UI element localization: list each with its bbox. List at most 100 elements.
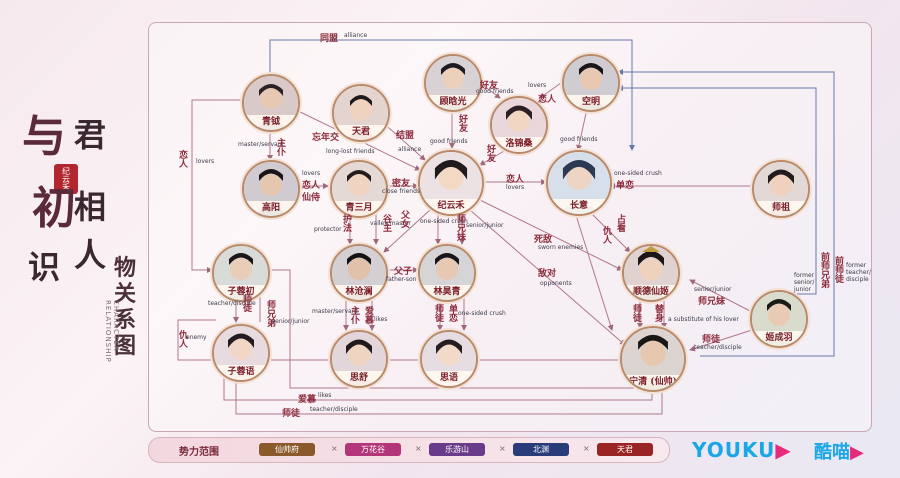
line-teacher-bottom bbox=[235, 376, 663, 415]
character-dajun[interactable]: 天君 bbox=[332, 84, 390, 142]
character-name: 顾晗光 bbox=[426, 95, 480, 110]
legend-chip: 仙帅府 bbox=[259, 443, 315, 456]
title-char: 初 bbox=[32, 183, 76, 234]
rel-zh: 恋人 bbox=[538, 95, 557, 105]
line-enemy-cy bbox=[574, 211, 614, 331]
character-sishu[interactable]: 思舒 bbox=[330, 330, 388, 388]
character-xuanshi[interactable]: 顾晗光 bbox=[424, 54, 482, 112]
rel-en: one-sided crush bbox=[420, 218, 468, 225]
rel-zh: 主仆 bbox=[275, 138, 285, 156]
rel-en: alliance bbox=[344, 32, 368, 39]
rel-zh: 谷主 bbox=[381, 214, 391, 232]
character-name: 姬成羽 bbox=[752, 331, 806, 346]
rel-en: a substitute of his lover bbox=[668, 316, 739, 323]
title-char: 与 bbox=[22, 111, 66, 162]
rel-zh: 父女 bbox=[399, 210, 409, 228]
rel-zh: 占看 bbox=[615, 214, 625, 232]
rel-zh: 仇人 bbox=[601, 226, 611, 244]
rel-en: good friends bbox=[430, 138, 468, 145]
character-jichengyu[interactable]: 姬成羽 bbox=[750, 290, 808, 348]
rel-zh: 结盟 bbox=[396, 131, 415, 141]
rel-zh: 师徒 bbox=[241, 294, 251, 312]
character-ningqing[interactable]: 宁清 (仙帅) bbox=[620, 326, 686, 392]
character-luojinsang[interactable]: 洛锦桑 bbox=[490, 96, 548, 154]
rel-zh: 单恋 bbox=[447, 304, 457, 322]
rel-en: father-son bbox=[386, 276, 417, 283]
title-char: 图 bbox=[114, 333, 137, 359]
rel-zh: 同盟 bbox=[320, 34, 339, 44]
legend-chip: 万花谷 bbox=[345, 443, 401, 456]
character-changyi[interactable]: 长意 bbox=[546, 150, 612, 216]
character-jiyunhe[interactable]: 纪云禾 bbox=[418, 150, 484, 216]
title-english: CHARACTER RELATIONSHIP bbox=[104, 300, 120, 363]
rel-zh: 师徒 bbox=[702, 335, 721, 345]
rel-zh: 恋人 bbox=[177, 150, 187, 168]
character-qingsanyue[interactable]: 青三月 bbox=[330, 160, 388, 218]
character-name: 高阳 bbox=[244, 201, 298, 216]
character-silu[interactable]: 思语 bbox=[420, 330, 478, 388]
rel-en: close friends bbox=[382, 188, 421, 195]
title-seal: 纪云禾 bbox=[54, 164, 78, 194]
character-name: 青钺 bbox=[244, 115, 298, 130]
character-linhaoqing[interactable]: 林昊青 bbox=[418, 244, 476, 302]
character-name: 长意 bbox=[548, 199, 610, 214]
rel-en: opponents bbox=[540, 280, 572, 287]
rel-zh: 好友 bbox=[480, 81, 499, 91]
title-char: 系 bbox=[114, 307, 137, 333]
rel-en: likes bbox=[374, 316, 388, 323]
rel-en: enemy bbox=[186, 334, 207, 341]
legend-sep: × bbox=[499, 444, 506, 453]
rel-en: sworn enemies bbox=[538, 244, 584, 251]
rel-en: lovers bbox=[302, 170, 321, 177]
faction-legend: 势力范围 仙帅府 × 万花谷 × 乐游山 × 北渊 × 天君 bbox=[148, 437, 670, 463]
title-char: 君 bbox=[74, 116, 107, 154]
character-gaoyang[interactable]: 高阳 bbox=[242, 160, 300, 218]
character-name: 子蓉初 bbox=[214, 285, 268, 300]
character-zhuling[interactable]: 子蓉语 bbox=[212, 324, 270, 382]
kumiao-text: 酷喵 bbox=[814, 442, 850, 463]
rel-zh: 仙侍 bbox=[302, 193, 321, 203]
rel-en: master/servant bbox=[238, 141, 284, 148]
rel-zh: 师兄弟 bbox=[265, 300, 275, 327]
character-name: 洛锦桑 bbox=[492, 137, 546, 152]
character-shizu[interactable]: 师祖 bbox=[752, 160, 810, 218]
rel-en: senior/junior bbox=[272, 318, 310, 325]
character-name: 纪云禾 bbox=[420, 199, 482, 214]
rel-zh: 师兄妹 bbox=[698, 297, 726, 307]
line-lovers-left bbox=[191, 99, 242, 273]
rel-zh: 爱慕 bbox=[363, 306, 373, 324]
rel-en: one-sided crush bbox=[614, 170, 662, 177]
legend-title: 势力范围 bbox=[179, 447, 219, 458]
character-qiyue[interactable]: 青钺 bbox=[242, 74, 300, 132]
character-shunde[interactable]: 顺德仙姬 bbox=[622, 244, 680, 302]
rel-zh: 主仆 bbox=[349, 306, 359, 324]
rel-en: likes bbox=[318, 392, 332, 399]
rel-zh: 敌对 bbox=[538, 269, 557, 279]
character-ziyouchu[interactable]: 子蓉初 bbox=[212, 244, 270, 302]
rel-zh: 师徒 bbox=[631, 304, 641, 322]
rel-en: senior/junior bbox=[694, 286, 732, 293]
character-name: 师祖 bbox=[754, 201, 808, 216]
rel-zh: 前师兄弟 bbox=[819, 252, 829, 288]
line-senior-junior-3 bbox=[689, 279, 753, 313]
rel-zh: 护法 bbox=[341, 214, 351, 232]
rel-en: former senior/ junior bbox=[794, 272, 815, 293]
rel-en: teacher/disciple bbox=[310, 406, 358, 413]
legend-sep: × bbox=[415, 444, 422, 453]
rel-en: lovers bbox=[196, 158, 215, 165]
rel-zh: 恋人 bbox=[302, 181, 321, 191]
legend-chip: 乐游山 bbox=[429, 443, 485, 456]
rel-zh: 前师徒 bbox=[833, 256, 843, 283]
character-kongming[interactable]: 空明 bbox=[562, 54, 620, 112]
youku-text: YOUKU bbox=[692, 438, 776, 462]
legend-sep: × bbox=[331, 444, 338, 453]
rel-zh: 密友 bbox=[392, 179, 411, 189]
rel-zh: 师徒 bbox=[433, 304, 443, 322]
rel-zh: 仇人 bbox=[177, 330, 187, 348]
character-lincanglan[interactable]: 林沧澜 bbox=[330, 244, 388, 302]
title-char: 关 bbox=[114, 281, 137, 307]
character-name: 天君 bbox=[334, 125, 388, 140]
rel-zh: 父子 bbox=[394, 267, 413, 277]
rel-zh: 师兄妹 bbox=[455, 214, 465, 241]
